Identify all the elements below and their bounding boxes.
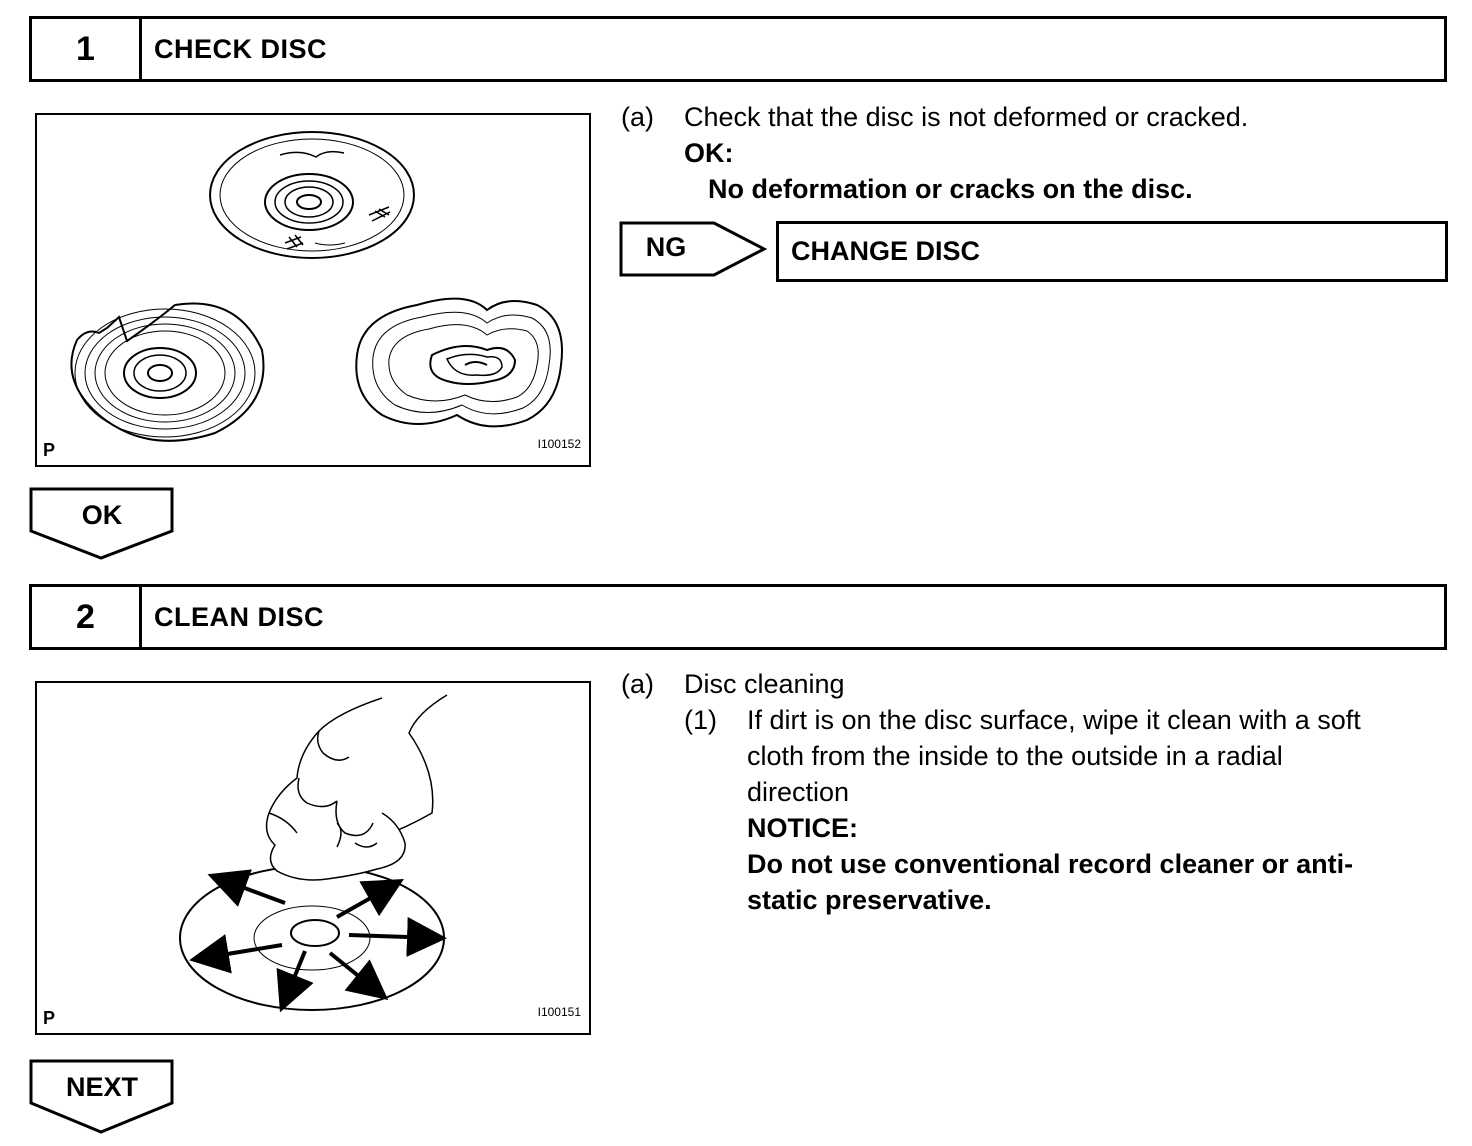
ng-arrow-icon bbox=[619, 221, 768, 277]
item-marker: (a) bbox=[621, 102, 654, 132]
notice-line-1: Do not use conventional record cleaner o… bbox=[747, 849, 1354, 879]
next-label: NEXT bbox=[65, 1072, 138, 1102]
ok-result-arrow-icon bbox=[29, 487, 174, 560]
sub-item-marker: (1) bbox=[684, 705, 717, 735]
damaged-discs-illustration bbox=[70, 131, 563, 442]
step-2-header: 2 CLEAN DISC bbox=[29, 584, 1447, 650]
step-title: CLEAN DISC bbox=[154, 601, 325, 632]
step-1-header: 1 CHECK DISC bbox=[29, 16, 1447, 82]
check-disc-figure: P I100152 bbox=[35, 113, 591, 467]
notice-label: NOTICE: bbox=[747, 813, 858, 843]
figure-code: I100152 bbox=[537, 437, 581, 451]
sub-item-line-2: cloth from the inside to the outside in … bbox=[747, 741, 1283, 771]
item-text: Check that the disc is not deformed or c… bbox=[684, 102, 1249, 132]
step-number: 2 bbox=[32, 587, 142, 647]
disc-wiping-illustration bbox=[179, 694, 448, 1013]
item-marker: (a) bbox=[621, 669, 654, 699]
notice-line-2: static preservative. bbox=[747, 885, 992, 915]
next-arrow-icon bbox=[29, 1059, 174, 1134]
step-number: 1 bbox=[32, 19, 142, 79]
ng-action-box: CHANGE DISC bbox=[776, 221, 1448, 282]
figure-code: I100151 bbox=[537, 1005, 581, 1019]
step-title: CHECK DISC bbox=[154, 33, 328, 64]
item-text: Disc cleaning bbox=[684, 669, 845, 699]
figure-p-label: P bbox=[43, 1008, 56, 1028]
figure-p-label: P bbox=[43, 440, 56, 460]
ng-label: NG bbox=[645, 232, 687, 262]
ok-text: No deformation or cracks on the disc. bbox=[708, 174, 1193, 204]
sub-item-line-1: If dirt is on the disc surface, wipe it … bbox=[747, 705, 1361, 735]
sub-item-line-3: direction bbox=[747, 777, 850, 807]
ok-label: OK: bbox=[684, 138, 734, 168]
ok-result-label: OK bbox=[81, 500, 123, 530]
clean-disc-figure: P I100151 bbox=[35, 681, 591, 1035]
